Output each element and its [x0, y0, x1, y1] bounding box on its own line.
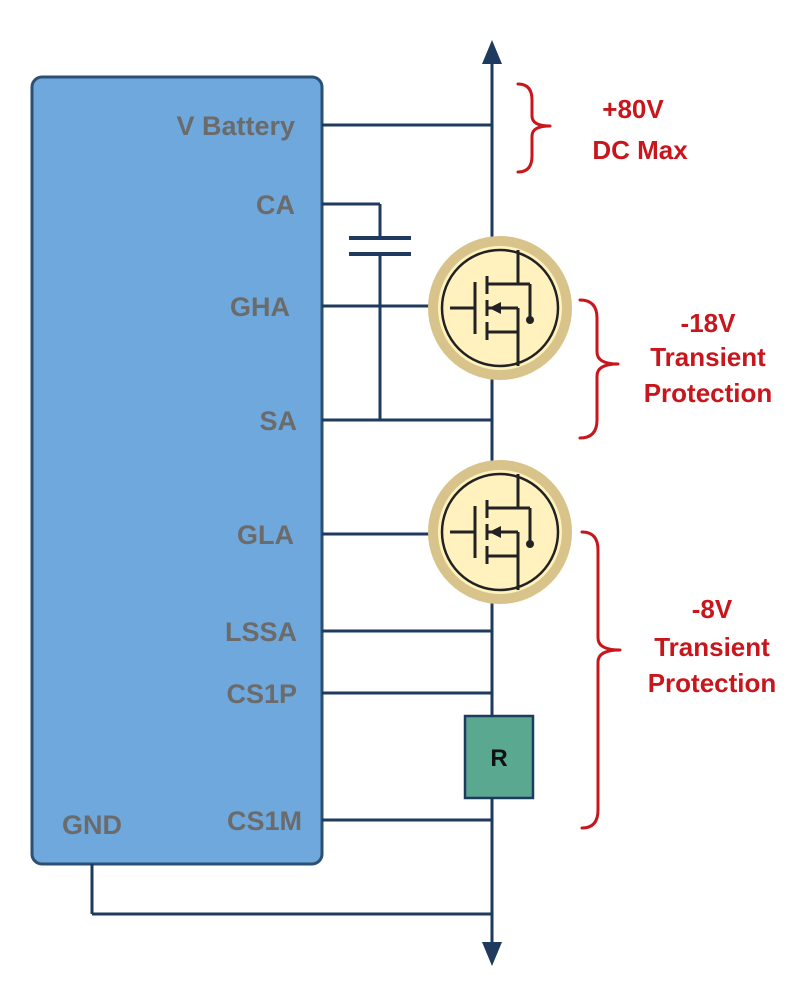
rail-up-arrow	[482, 40, 502, 64]
shunt-resistor: R	[463, 714, 535, 800]
controller-chip	[30, 75, 324, 866]
pin-label-sa: SA	[259, 406, 297, 436]
annotation-top-line2: DC Max	[592, 135, 688, 165]
resistor-label: R	[490, 745, 507, 772]
bracket-top	[516, 82, 552, 174]
pin-labels: V Battery CA GHA SA GLA LSSA CS1P CS1M G…	[62, 111, 302, 840]
annotation-high-side-line2: Transient	[650, 342, 766, 372]
rail-down-arrow	[482, 942, 502, 966]
pin-label-cs1m: CS1M	[227, 806, 302, 836]
annotations: +80V DC Max -18V Transient Protection -8…	[592, 94, 776, 698]
pin-wires	[90, 123, 492, 916]
pin-label-v-battery: V Battery	[176, 111, 295, 141]
pin-label-gnd: GND	[62, 810, 122, 840]
pin-label-cs1p: CS1P	[226, 679, 297, 709]
annotation-brackets	[516, 82, 622, 830]
low-side-mosfet	[428, 460, 572, 604]
pin-label-gha: GHA	[230, 292, 290, 322]
high-side-mosfet	[428, 236, 572, 380]
annotation-high-side-line3: Protection	[644, 378, 773, 408]
annotation-low-side-line2: Transient	[654, 632, 770, 662]
annotation-low-side-line1: -8V	[692, 594, 733, 624]
annotation-high-side-line1: -18V	[681, 308, 737, 338]
pin-label-gla: GLA	[237, 520, 294, 550]
annotation-top-line1: +80V	[602, 94, 664, 124]
bracket-high-side	[578, 298, 620, 440]
pin-label-lssa: LSSA	[225, 617, 297, 647]
annotation-low-side-line3: Protection	[648, 668, 777, 698]
bracket-low-side	[580, 530, 622, 830]
pin-label-ca: CA	[256, 190, 295, 220]
